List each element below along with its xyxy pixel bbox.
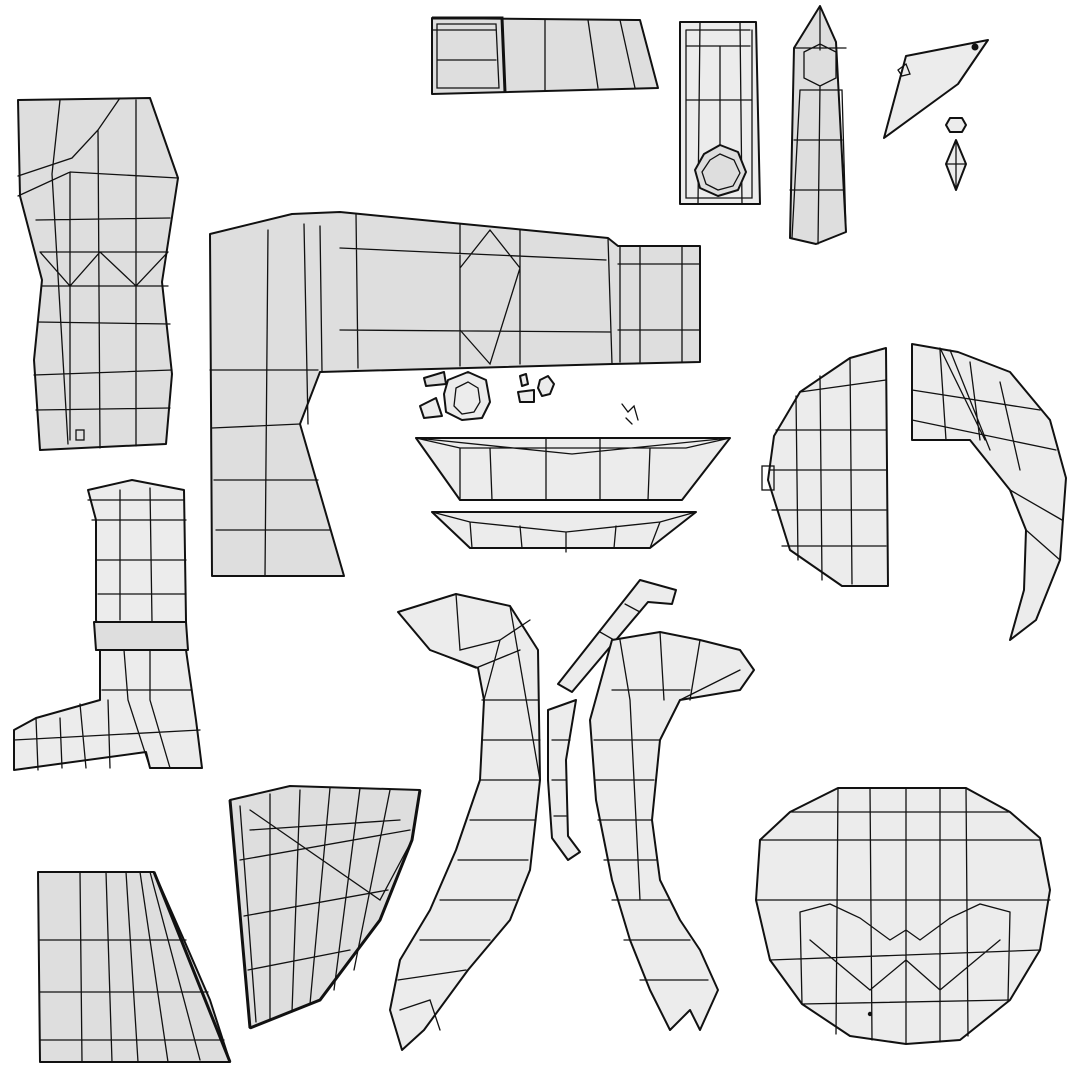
arm-torso-island (209, 211, 701, 577)
skirt-panel-island (37, 871, 232, 1063)
hair-left-island (761, 347, 889, 587)
boot-shaft-island (679, 21, 761, 205)
boot-foot-island (13, 479, 203, 771)
collar-lower-island (431, 511, 697, 553)
gem-crystal-island (789, 5, 847, 245)
leg-upper-island (17, 97, 179, 451)
face-island (755, 787, 1051, 1045)
hair-right-island (911, 343, 1067, 641)
tail-left-island (389, 593, 541, 1051)
sleeve-strip-island (431, 16, 659, 95)
tail-right-island (589, 631, 755, 1031)
cape-fan-island (228, 785, 422, 1030)
small-parts-cluster (419, 371, 639, 425)
ear-leaf-island (883, 39, 989, 191)
tail-strip-island (547, 579, 677, 861)
collar-upper-island (415, 437, 731, 501)
